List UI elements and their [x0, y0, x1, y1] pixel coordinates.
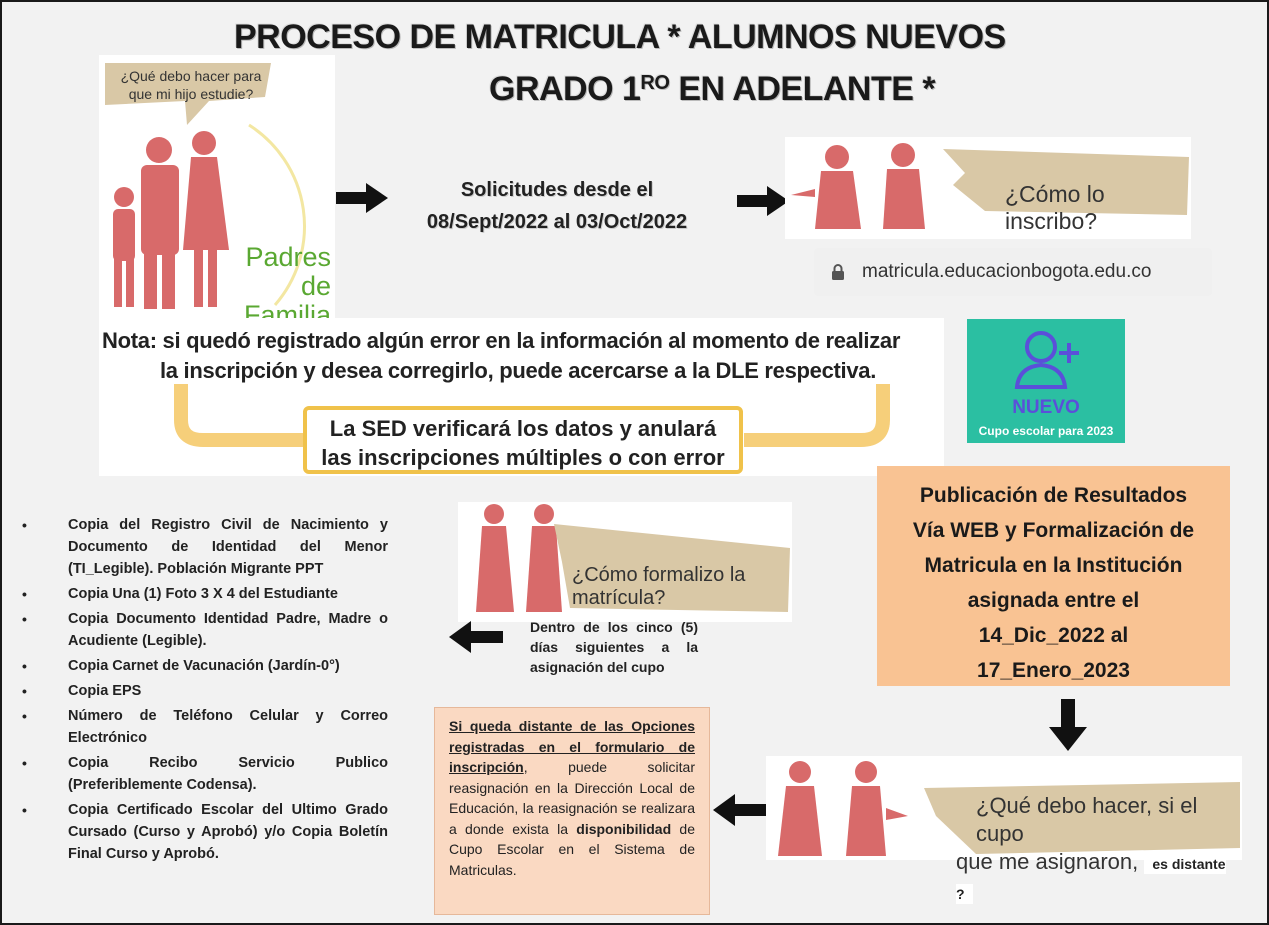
list-item: Copia Certificado Escolar del Ultimo Gra… [22, 799, 388, 865]
formalize-question: ¿Cómo formalizo la matrícula? [572, 564, 746, 609]
parents-label-line-1: Padres [245, 242, 331, 272]
list-item: Copia Una (1) Foto 3 X 4 del Estudiante [22, 583, 388, 605]
distant-panel: ¿Qué debo hacer, si el cupo que me asign… [766, 756, 1242, 904]
distant-question: ¿Qué debo hacer, si el cupo que me asign… [956, 792, 1242, 908]
bracket-connector [174, 384, 890, 447]
note-panel: Nota: si quedó registrado algún error en… [99, 318, 944, 476]
parents-question-bubble: ¿Qué debo hacer para que mi hijo estudie… [120, 68, 262, 102]
two-people-figure [778, 761, 1240, 856]
distant-line-1: ¿Qué debo hacer, si el cupo [976, 793, 1198, 846]
title-grade-sup: RO [640, 72, 670, 94]
requirements-list: Copia del Registro Civil de Nacimiento y… [22, 514, 388, 868]
reassign-text-2: de Cupo Escolar en el Sistema de Matricu… [449, 820, 695, 878]
nuevo-label: NUEVO [1012, 397, 1080, 418]
publication-box: Publicación de Resultados Vía WEB y Form… [877, 466, 1230, 686]
reassign-availability: disponibilidad [576, 820, 672, 837]
list-item: Copia EPS [22, 680, 388, 702]
url-bar[interactable]: matricula.educacionbogota.edu.co [814, 248, 1212, 296]
dates-line-2: 08/Sept/2022 al 03/Oct/2022 [426, 211, 688, 233]
parents-panel: ¿Qué debo hacer para que mi hijo estudie… [99, 55, 335, 330]
enrollment-dates: Solicitudes desde el 08/Sept/2022 al 03/… [387, 174, 727, 238]
publication-line: asignada entre el [967, 589, 1140, 612]
title-grade: GRADO 1 [489, 70, 641, 108]
title-line-1: PROCESO DE MATRICULA * ALUMNOS NUEVOS [234, 18, 1006, 56]
publication-line: Vía WEB y Formalización de [912, 519, 1195, 542]
list-item: Copia Documento Identidad Padre, Madre o… [22, 608, 388, 652]
list-item: Número de Teléfono Celular y Correo Elec… [22, 705, 388, 749]
distant-line-2: que me asignaron, [956, 849, 1139, 874]
publication-line: 14_Dic_2022 al [978, 624, 1129, 647]
url-text[interactable]: matricula.educacionbogota.edu.co [862, 261, 1152, 282]
arrow-left-icon [713, 794, 767, 826]
list-item: Copia Carnet de Vacunación (Jardín-0°) [22, 655, 388, 677]
lock-icon [832, 264, 844, 280]
title-grade-rest: EN ADELANTE * [669, 70, 936, 108]
note-line-1: Nota: si quedó registrado algún error en… [102, 328, 901, 353]
parents-label: Padres de Familia [241, 243, 331, 330]
parents-family-figure [105, 63, 306, 309]
title-line-2: GRADO 1RO EN ADELANTE * [489, 70, 936, 109]
formalize-panel: ¿Cómo formalizo la matrícula? [458, 502, 792, 622]
list-item: Copia del Registro Civil de Nacimiento y… [22, 514, 388, 580]
arrow-left-icon [449, 621, 503, 653]
arrow-right-icon [336, 183, 388, 213]
arrow-down-icon [1049, 699, 1087, 751]
two-people-figure [791, 143, 1189, 229]
list-item: Copia Recibo Servicio Publico (Preferibl… [22, 752, 388, 796]
note-line-2: la inscripción y desea corregirlo, puede… [160, 358, 877, 383]
reassign-box: Si queda distante de las Opciones regist… [434, 707, 710, 915]
nuevo-caption: Cupo escolar para 2023 [978, 424, 1114, 438]
user-add-icon [1014, 331, 1079, 389]
dates-line-1: Solicitudes desde el [460, 179, 654, 201]
publication-line: 17_Enero_2023 [977, 659, 1130, 682]
inscribe-panel: ¿Cómo lo inscribo? [785, 137, 1191, 239]
nuevo-tile: NUEVO Cupo escolar para 2023 [967, 319, 1125, 443]
sed-line-1: La SED verificará los datos y anulará [329, 416, 717, 441]
reassign-condition: Si queda distante de las Opciones regist… [449, 718, 695, 775]
reassign-text-1: , puede solicitar reasignación en la Dir… [449, 759, 695, 837]
sed-line-2: las inscripciones múltiples o con error [321, 445, 725, 470]
publication-line: Publicación de Resultados [919, 484, 1188, 507]
arrow-right-icon [737, 186, 789, 216]
formalize-deadline: Dentro de los cinco (5) días siguientes … [530, 619, 698, 675]
inscribe-question: ¿Cómo lo inscribo? [1005, 181, 1105, 234]
publication-line: Matricula en la Institución [924, 554, 1183, 577]
two-people-figure [476, 504, 790, 612]
sed-verification-box: La SED verificará los datos y anulará la… [303, 406, 743, 474]
distant-line-2-wrap: que me asignaron, es distante ? [956, 848, 1242, 908]
note-text: Nota: si quedó registrado algún error en… [102, 326, 944, 386]
